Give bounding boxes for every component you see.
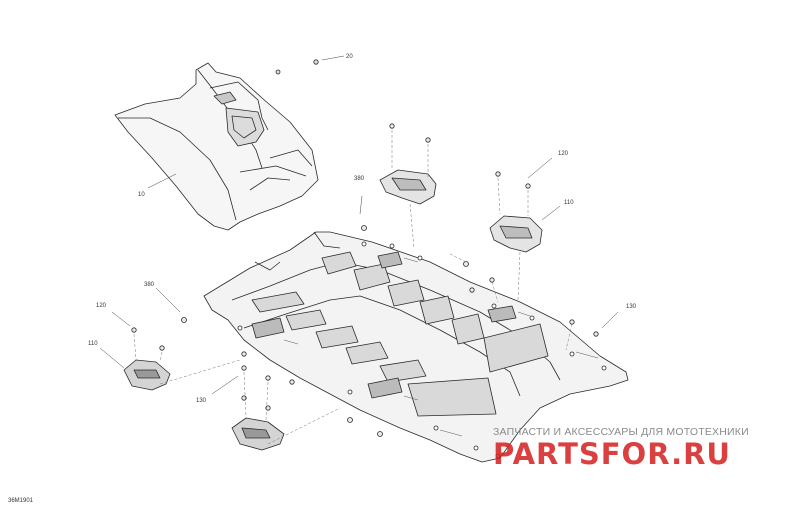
bracket-upper-left bbox=[379, 169, 437, 205]
callout-20: 20 bbox=[346, 54, 353, 60]
fastener-20 bbox=[275, 59, 319, 75]
dashed-guides bbox=[133, 130, 573, 445]
callout-380-upper: 380 bbox=[354, 176, 365, 182]
callout-10: 10 bbox=[138, 192, 145, 198]
leader-lines bbox=[99, 55, 619, 395]
callout-110-upper: 110 bbox=[564, 200, 574, 206]
callout-120-upper: 120 bbox=[558, 151, 569, 157]
callout-130-right: 130 bbox=[626, 304, 637, 310]
callout-130-lower: 130 bbox=[196, 398, 207, 404]
callout-110-lower: 110 bbox=[88, 341, 98, 347]
watermark-tagline: ЗАПЧАСТИ И АКСЕССУАРЫ ДЛЯ МОТОТЕХНИКИ bbox=[493, 426, 749, 438]
bracket-upper-right bbox=[489, 215, 543, 253]
callout-labels: 20 10 380 120 110 380 120 110 130 130 bbox=[88, 54, 637, 404]
callout-120-lower: 120 bbox=[96, 303, 107, 309]
bracket-lower-1 bbox=[123, 359, 171, 391]
callout-380-lower: 380 bbox=[144, 282, 155, 288]
skid-plate bbox=[203, 231, 629, 463]
reference-code: 36M1901 bbox=[8, 498, 34, 504]
part-10-cover bbox=[114, 62, 319, 231]
watermark-brand-logo: PARTSFOR.RU bbox=[493, 437, 731, 471]
bracket-lower-2 bbox=[231, 417, 285, 451]
bolts bbox=[131, 123, 599, 437]
